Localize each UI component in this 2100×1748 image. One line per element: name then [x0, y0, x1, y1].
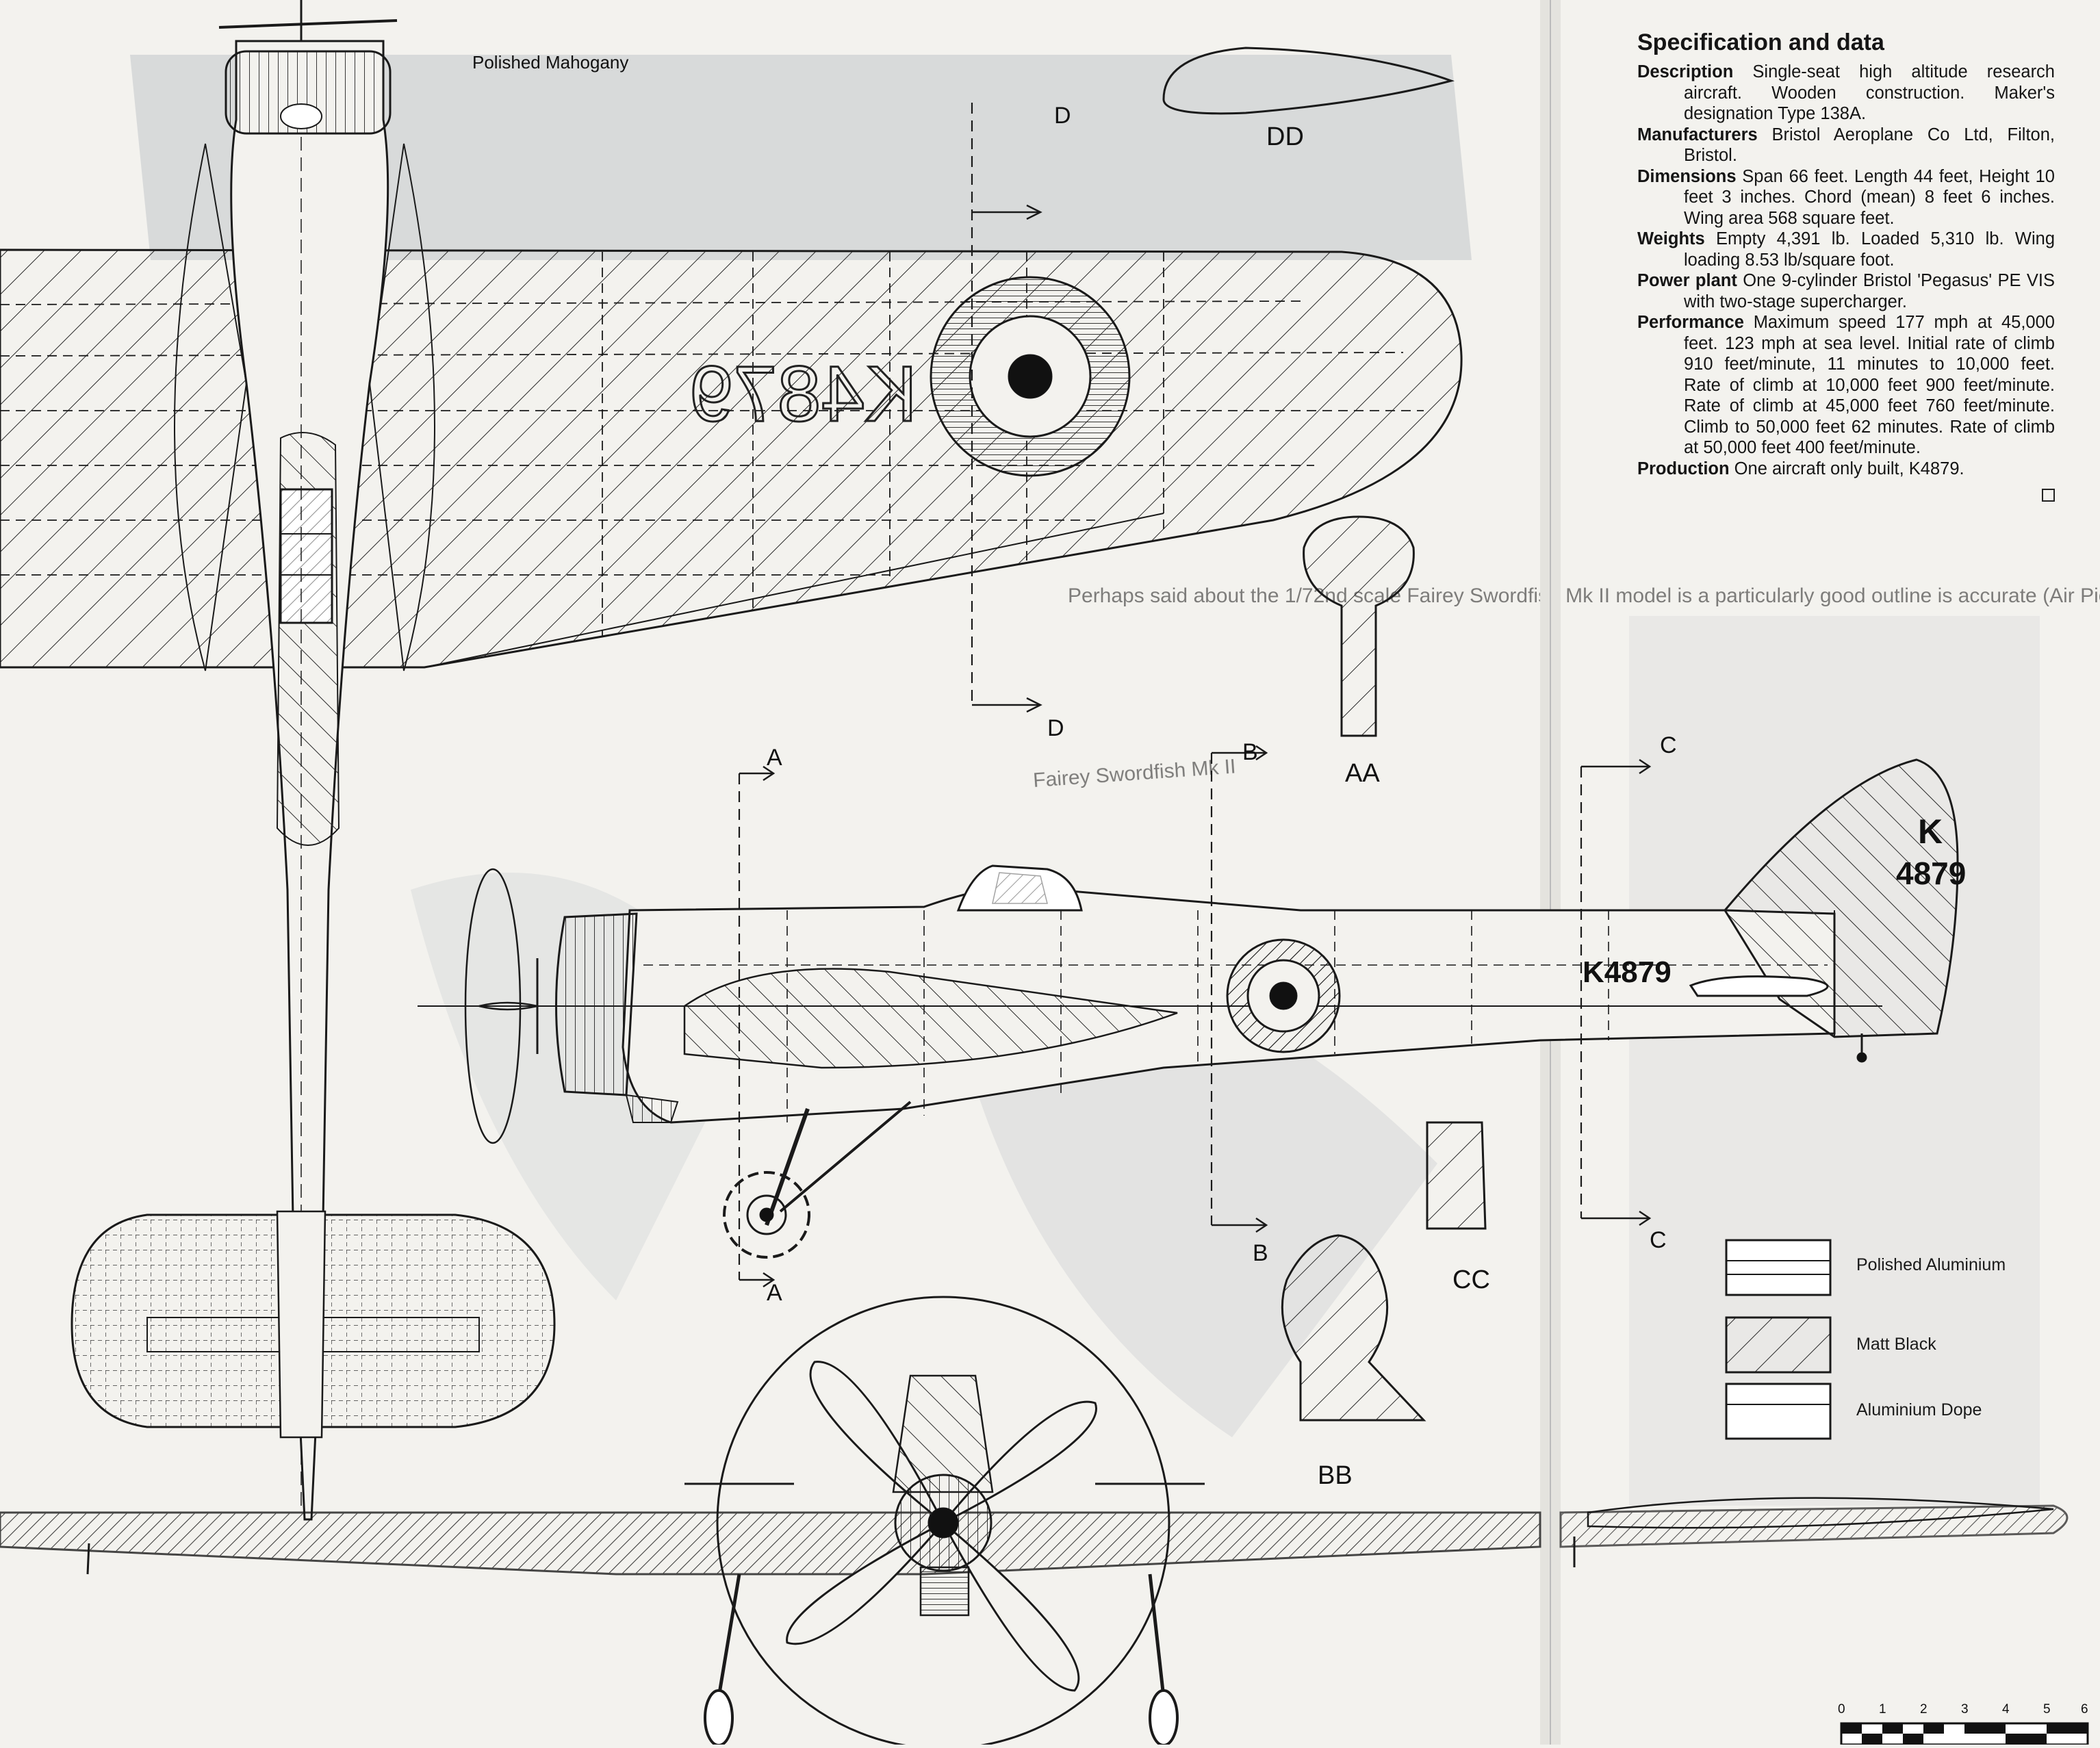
- legend-swatch-polished-aluminium: [1725, 1239, 1832, 1296]
- section-dd-aerofoil: [1162, 47, 1455, 115]
- end-mark-icon: [2042, 489, 2055, 502]
- spec-text: Empty 4,391 lb. Loaded 5,310 lb. Wing lo…: [1684, 229, 2055, 270]
- front-prop-disk: [716, 1296, 1170, 1748]
- svg-text:Perhaps said about the 1/72nd: Perhaps said about the 1/72nd scale Fair…: [1068, 584, 2100, 607]
- spec-entry-manufacturers: Manufacturers Bristol Aeroplane Co Ltd, …: [1637, 125, 2055, 166]
- sections: [738, 47, 2054, 1529]
- spec-text: One aircraft only built, K4879.: [1734, 459, 1964, 478]
- scale-tick-1: 1: [1879, 1702, 1886, 1717]
- spec-term: Power plant: [1637, 271, 1737, 290]
- fin-serial-number: 4879: [1896, 856, 1966, 891]
- spec-entry-performance: Performance Maximum speed 177 mph at 45,…: [1637, 312, 2055, 459]
- label-b-lower: B: [1253, 1240, 1268, 1266]
- side-cowling: [555, 912, 638, 1096]
- side-fin: [1724, 758, 1959, 1038]
- legend-label-matt-black: Matt Black: [1856, 1335, 1936, 1354]
- section-aa: [1303, 515, 1415, 737]
- spec-text: One 9-cylinder Bristol 'Pegasus' PE VIS …: [1684, 271, 2056, 311]
- spec-term: Dimensions: [1637, 166, 1737, 186]
- spec-entry-production: Production One aircraft only built, K487…: [1637, 459, 2055, 480]
- label-c-upper: C: [1660, 732, 1677, 758]
- label-b-upper: B: [1242, 739, 1258, 765]
- fin-serial-letter: K: [1918, 812, 1943, 851]
- legend-swatch-aluminium-dope: [1725, 1383, 1832, 1440]
- spec-term: Performance: [1637, 313, 1744, 332]
- top-material-label: Polished Mahogany: [472, 52, 628, 73]
- background-print-through: [130, 55, 2040, 1506]
- label-a-lower: A: [767, 1280, 782, 1306]
- label-section-cc: CC: [1452, 1265, 1490, 1294]
- scale-bar: 0 1 2 3 4 5 6: [1838, 1702, 2089, 1746]
- spec-entry-dimensions: Dimensions Span 66 feet. Length 44 feet,…: [1637, 166, 2055, 229]
- front-wing: [0, 1511, 1541, 1576]
- scale-tick-4: 4: [2002, 1702, 2010, 1717]
- side-view: [418, 758, 1959, 1259]
- label-d-lower: D: [1047, 715, 1064, 741]
- spec-entry-description: Description Single-seat high altitude re…: [1637, 62, 2055, 125]
- scale-tick-5: 5: [2043, 1702, 2051, 1717]
- legend-label-polished-aluminium: Polished Aluminium: [1856, 1255, 2006, 1274]
- label-section-bb: BB: [1318, 1461, 1353, 1490]
- svg-text:Fairey Swordfish Mk II: Fairey Swordfish Mk II: [1032, 755, 1236, 792]
- plan-view: K4879: [0, 0, 1463, 1521]
- spec-entry-weights: Weights Empty 4,391 lb. Loaded 5,310 lb.…: [1637, 229, 2055, 270]
- section-cc: [1426, 1121, 1487, 1230]
- spec-text: Single-seat high altitude research aircr…: [1684, 62, 2055, 123]
- spec-title: Specification and data: [1637, 29, 1884, 55]
- label-a-upper: A: [767, 745, 782, 771]
- label-c-lower: C: [1650, 1227, 1667, 1253]
- scale-tick-0: 0: [1838, 1702, 1845, 1717]
- scale-tick-3: 3: [1961, 1702, 1969, 1717]
- specification-panel: Specification and data Description Singl…: [1637, 29, 2055, 502]
- legend-swatches: [1725, 1239, 1832, 1440]
- section-bb: [1281, 1234, 1426, 1422]
- spec-entry-power-plant: Power plant One 9-cylinder Bristol 'Pega…: [1637, 270, 2055, 312]
- scale-tick-6: 6: [2081, 1702, 2088, 1717]
- spec-term: Production: [1637, 459, 1730, 478]
- spec-term: Description: [1637, 62, 1734, 81]
- scale-tick-2: 2: [1920, 1702, 1928, 1717]
- spec-term: Manufacturers: [1637, 125, 1758, 144]
- label-section-dd: DD: [1266, 123, 1304, 151]
- spec-term: Weights: [1637, 229, 1705, 248]
- spec-text: Span 66 feet. Length 44 feet, Height 10 …: [1684, 166, 2055, 228]
- wing-serial: K4879: [689, 350, 917, 438]
- spec-text: Maximum speed 177 mph at 45,000 feet. 12…: [1684, 313, 2055, 457]
- fuselage-serial: K4879: [1583, 955, 1672, 989]
- spec-text: Bristol Aeroplane Co Ltd, Filton, Bristo…: [1684, 125, 2055, 166]
- legend-swatch-matt-black: [1725, 1316, 1832, 1374]
- label-section-aa: AA: [1345, 759, 1380, 788]
- side-wheel: [723, 1171, 810, 1259]
- front-view: [0, 1296, 2069, 1748]
- label-d-upper: D: [1054, 103, 1071, 129]
- legend-label-aluminium-dope: Aluminium Dope: [1856, 1400, 1982, 1419]
